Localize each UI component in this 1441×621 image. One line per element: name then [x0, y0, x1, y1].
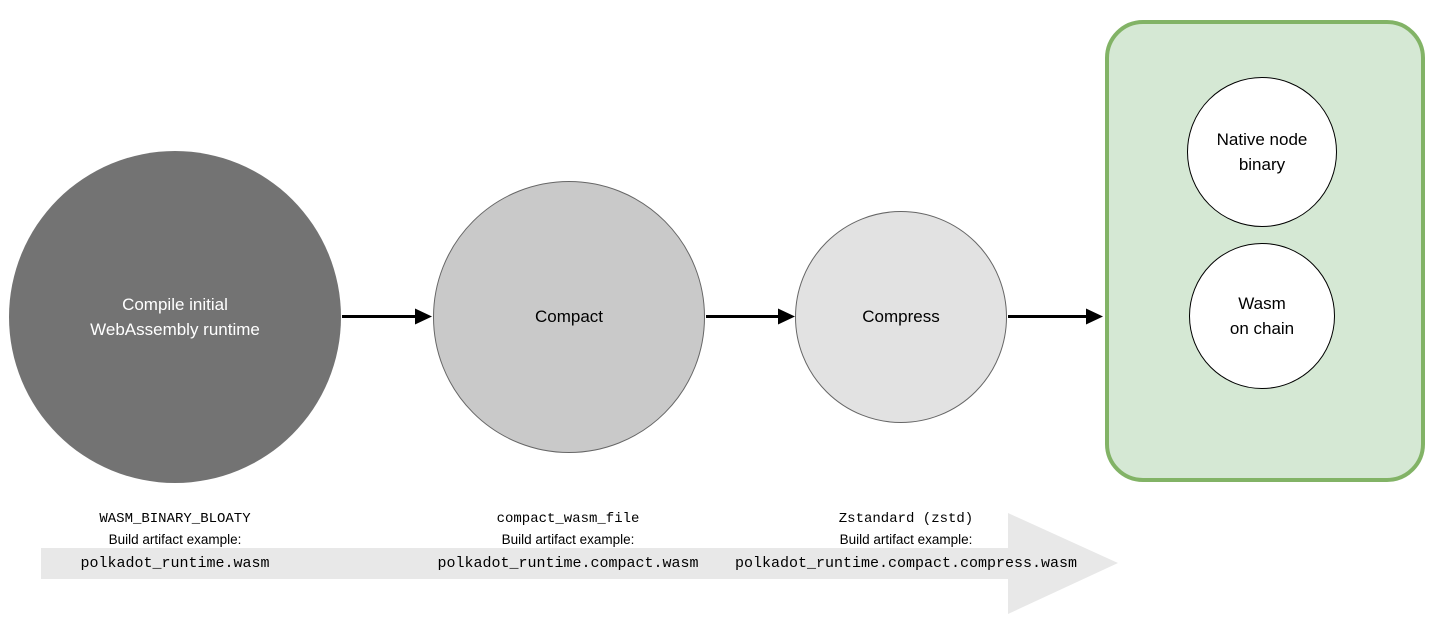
artifact-env-name: compact_wasm_file — [496, 511, 640, 527]
native-node-binary-label: Native node binary — [1216, 130, 1308, 174]
caption-column-zstd: Zstandard (zstd) Build artifact example:… — [735, 509, 1077, 576]
caption-column-compact: compact_wasm_file Build artifact example… — [437, 509, 698, 576]
build-artifact-label: Build artifact example: — [108, 532, 242, 547]
caption-column-bloaty: WASM_BINARY_BLOATY Build artifact exampl… — [80, 509, 269, 576]
artifact-env-name: Zstandard (zstd) — [838, 511, 974, 527]
artifact-filename: polkadot_runtime.compact.compress.wasm — [734, 555, 1078, 572]
artifact-band-arrow-icon — [41, 513, 1118, 614]
wasm-on-chain-label: Wasm on chain — [1229, 294, 1295, 338]
stage-compress-label: Compress — [862, 307, 940, 326]
stage-compact-label: Compact — [534, 307, 604, 326]
artifact-filename: polkadot_runtime.wasm — [80, 555, 270, 572]
artifact-env-name: WASM_BINARY_BLOATY — [99, 511, 251, 527]
wasm-on-chain-circle: Wasm on chain — [1189, 243, 1335, 389]
build-artifact-label: Build artifact example: — [839, 532, 973, 547]
flow-arrow-compress-to-chain-icon — [1008, 308, 1103, 325]
flow-arrow-compile-to-compact-icon — [342, 308, 432, 325]
stage-compile-label: Compile initial WebAssembly runtime — [90, 295, 260, 339]
build-artifact-label: Build artifact example: — [501, 532, 635, 547]
flow-arrow-compact-to-compress-icon — [706, 308, 795, 325]
native-node-binary-circle: Native node binary — [1187, 77, 1337, 227]
stage-circle-compile: Compile initial WebAssembly runtime — [9, 151, 341, 483]
stage-circle-compact: Compact — [433, 181, 705, 453]
stage-circle-compress: Compress — [795, 211, 1007, 423]
artifact-filename: polkadot_runtime.compact.wasm — [437, 555, 699, 572]
